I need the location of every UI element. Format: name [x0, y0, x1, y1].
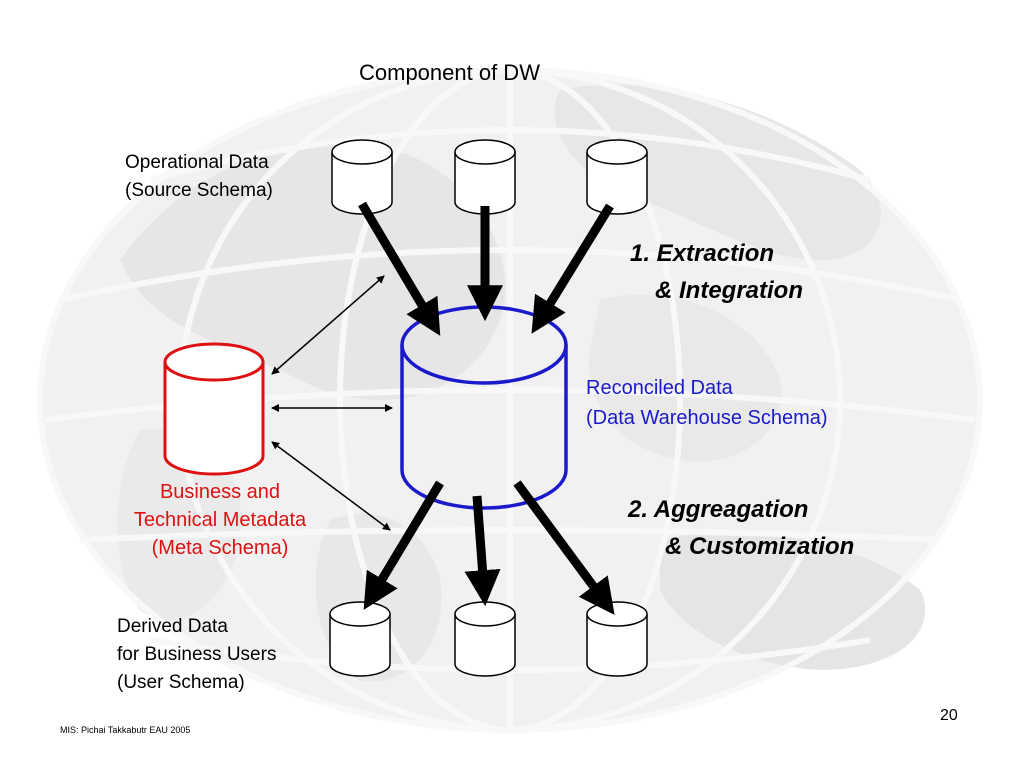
operational-data-label-line2: (Source Schema) — [125, 180, 273, 201]
extraction-arrows — [358, 201, 614, 336]
extraction-arrow-1 — [358, 201, 441, 336]
aggregation-arrows — [363, 480, 615, 616]
source-cylinder-2 — [454, 139, 516, 215]
derived-cylinder-2 — [454, 601, 516, 677]
footer-credit: MIS: Pichai Takkabutr EAU 2005 — [60, 725, 191, 735]
page-number: 20 — [940, 707, 958, 724]
metadata-arrows — [271, 275, 393, 531]
derived-cylinder-1 — [329, 601, 391, 677]
metadata-cylinder — [163, 342, 265, 476]
metadata-arrow-bottom — [271, 441, 391, 531]
source-cylinder-3 — [586, 139, 648, 215]
aggregation-step-line1: 2. Aggreagation — [628, 496, 809, 523]
derived-data-label-line3: (User Schema) — [117, 672, 245, 693]
metadata-label-line1: Business and — [159, 481, 281, 503]
aggregation-step-line2: & Customization — [665, 533, 855, 560]
metadata-label-line3: (Meta Schema) — [151, 537, 289, 559]
aggregation-arrow-2 — [464, 495, 501, 607]
reconciled-data-label-line1: Reconciled Data — [586, 377, 733, 399]
extraction-arrow-3 — [531, 203, 614, 334]
slide-title: Component of DW — [359, 60, 540, 85]
derived-data-label-line2: for Business Users — [117, 644, 277, 665]
operational-data-label-line1: Operational Data — [125, 152, 269, 173]
metadata-label-line2: Technical Metadata — [133, 509, 307, 531]
derived-data-label-line1: Derived Data — [117, 616, 228, 637]
aggregation-arrow-3 — [513, 480, 615, 616]
extraction-step-line1: 1. Extraction — [630, 240, 775, 267]
derived-cylinder-3 — [586, 601, 648, 677]
source-cylinder-1 — [331, 139, 393, 215]
metadata-arrow-top — [271, 275, 385, 375]
aggregation-arrow-1 — [363, 480, 444, 610]
extraction-step-line2: & Integration — [655, 277, 803, 304]
reconciled-data-label-line2: (Data Warehouse Schema) — [586, 407, 828, 429]
